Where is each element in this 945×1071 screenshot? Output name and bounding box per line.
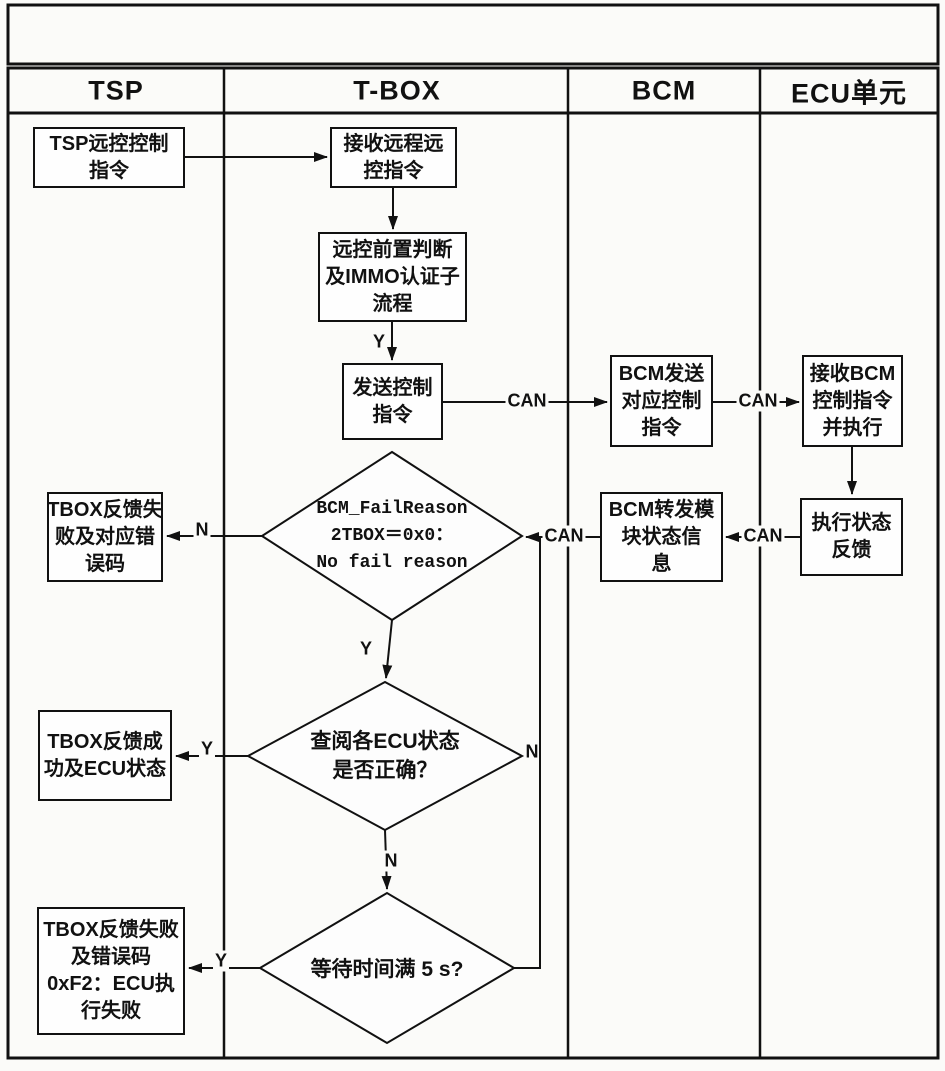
node-line: 败及对应错 bbox=[55, 525, 155, 548]
edge-label-can-2: CAN bbox=[736, 390, 780, 412]
node-line: 执行状态 bbox=[811, 512, 892, 534]
node-line: 息 bbox=[651, 552, 672, 575]
edge-label-n-loop: N bbox=[525, 741, 539, 762]
node-line: 并执行 bbox=[822, 416, 883, 439]
node-line: 指令 bbox=[372, 403, 413, 426]
edge-label-can-3: CAN bbox=[741, 525, 785, 547]
node-line: TBOX反馈成 bbox=[47, 730, 163, 753]
node-line: 块状态信 bbox=[621, 525, 702, 548]
node-line: TBOX反馈失 bbox=[47, 498, 163, 521]
node-line: BCM发送 bbox=[618, 362, 705, 385]
lane-header-ecu: ECU单元 bbox=[790, 78, 908, 109]
decision-line: 等待时间满 5 s? bbox=[310, 958, 464, 981]
node-send-control-command: 发送控制 指令 bbox=[342, 363, 443, 440]
top-title-box bbox=[6, 3, 940, 66]
edge-wait-loop-back bbox=[514, 537, 541, 969]
node-line: BCM转发模 bbox=[608, 498, 715, 521]
decision-line: No fail reason bbox=[316, 553, 468, 573]
node-line: 误码 bbox=[85, 552, 125, 575]
node-bcm-forward-status: BCM转发模 块状态信 息 bbox=[600, 492, 723, 582]
node-tsp-remote-command: TSP远控控制 指令 bbox=[33, 127, 185, 188]
decision-wait-5s bbox=[258, 891, 516, 1045]
edge-label-y-precheck: Y bbox=[370, 331, 388, 353]
diagram-frame bbox=[6, 66, 940, 1060]
decision-wait-5s-text: 等待时间满 5 s? bbox=[267, 955, 507, 984]
node-line: 功及ECU状态 bbox=[43, 757, 167, 780]
node-line: 指令 bbox=[89, 159, 129, 182]
decision-ecu-status bbox=[245, 680, 525, 832]
edge-label-n-fail: N bbox=[193, 519, 211, 541]
decision-line: 是否正确？ bbox=[332, 759, 438, 783]
node-line: TSP远控控制 bbox=[49, 132, 169, 155]
decision-line: 查阅各ECU状态 bbox=[310, 730, 460, 753]
lane-header-tsp: TSP bbox=[88, 75, 144, 106]
node-receive-remote-command: 接收远程远 控指令 bbox=[330, 127, 457, 188]
node-line: 控制指令 bbox=[812, 389, 893, 412]
node-tbox-feedback-fail-0xf2: TBOX反馈失败 及错误码 0xF2：ECU执 行失败 bbox=[37, 907, 185, 1035]
node-line: 对应控制 bbox=[621, 389, 702, 412]
node-execution-status-feedback: 执行状态 反馈 bbox=[800, 498, 903, 576]
lane-header-bcm: BCM bbox=[631, 75, 697, 106]
node-precheck-immo: 远控前置判断 及IMMO认证子 流程 bbox=[318, 232, 467, 322]
node-line: 0xF2：ECU执 bbox=[47, 973, 175, 995]
node-tbox-feedback-success: TBOX反馈成 功及ECU状态 bbox=[38, 710, 172, 801]
edge-decision1-y-down bbox=[382, 619, 393, 679]
decision-fail-reason-text: BCM_FailReason 2TBOX＝0x0： No fail reason bbox=[282, 496, 502, 577]
edge-label-can-4: CAN bbox=[542, 525, 586, 547]
node-bcm-send-command: BCM发送 对应控制 指令 bbox=[610, 355, 713, 447]
node-line: 及IMMO认证子 bbox=[325, 265, 460, 288]
node-line: 流程 bbox=[372, 292, 413, 315]
node-line: 远控前置判断 bbox=[332, 238, 453, 261]
decision-line: 2TBOX＝0x0： bbox=[330, 526, 454, 546]
lane-header-tbox: T-BOX bbox=[353, 75, 441, 106]
decision-line: BCM_FailReason bbox=[316, 499, 468, 519]
node-line: 反馈 bbox=[831, 539, 872, 561]
decision-fail-reason bbox=[260, 450, 524, 622]
node-line: 及错误码 bbox=[71, 946, 151, 968]
node-line: 控指令 bbox=[363, 159, 424, 182]
decision-ecu-status-text: 查阅各ECU状态 是否正确？ bbox=[275, 727, 495, 786]
node-line: 行失败 bbox=[81, 1000, 141, 1022]
node-tbox-feedback-fail-code: TBOX反馈失 败及对应错 误码 bbox=[47, 492, 163, 582]
node-line: 指令 bbox=[641, 416, 682, 439]
node-line: 接收BCM bbox=[809, 362, 896, 385]
node-line: 发送控制 bbox=[352, 376, 433, 399]
edge-label-y-success: Y bbox=[198, 738, 216, 760]
edge-label-y-fail-f2: Y bbox=[212, 950, 230, 972]
edge-label-can-1: CAN bbox=[505, 390, 549, 412]
node-line: TBOX反馈失败 bbox=[43, 919, 179, 941]
edge-label-n-to-wait: N bbox=[382, 850, 400, 872]
edge-label-y-to-check: Y bbox=[357, 638, 375, 660]
node-ecu-receive-execute: 接收BCM 控制指令 并执行 bbox=[802, 355, 903, 447]
node-line: 接收远程远 bbox=[343, 132, 444, 155]
